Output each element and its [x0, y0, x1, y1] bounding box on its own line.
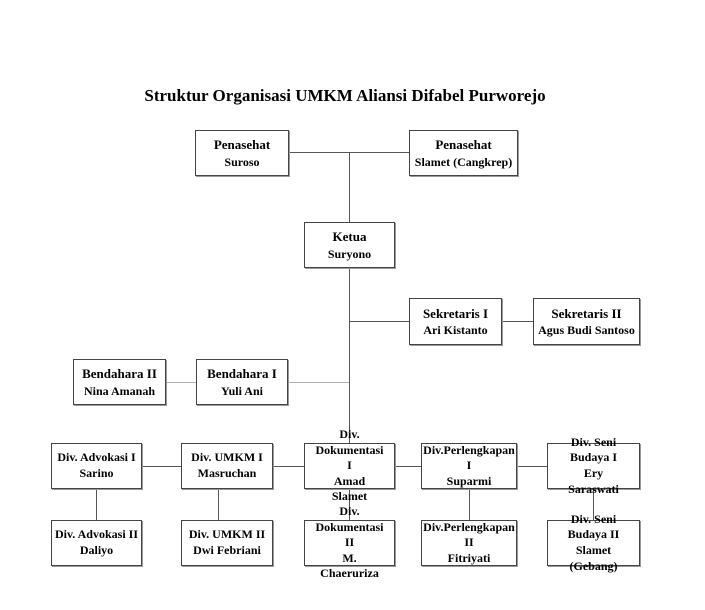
- connector-line: [142, 466, 181, 467]
- node-sekretaris-2: Sekretaris II Agus Budi Santoso: [533, 298, 640, 345]
- node-role: Div. Dokumentasi I: [315, 427, 384, 473]
- node-name: Daliyo: [79, 543, 114, 557]
- node-div-advokasi-1: Div. Advokasi I Sarino: [51, 443, 142, 489]
- node-role: Sekretaris II: [551, 305, 622, 321]
- node-name: Agus Budi Santoso: [538, 323, 635, 338]
- node-div-perlengkapan-1: Div.Perlengkapan I Suparmi: [421, 443, 517, 489]
- node-role: Div. UMKM II: [188, 527, 266, 542]
- node-role: Div.Perlengkapan II: [423, 519, 515, 550]
- node-role: Div. UMKM I: [191, 450, 263, 465]
- node-name: Suryono: [327, 246, 372, 261]
- node-div-perlengkapan-2: Div.Perlengkapan II Fitriyati: [421, 520, 517, 566]
- node-name: Suroso: [224, 154, 260, 169]
- connector-line: [288, 382, 349, 383]
- node-name: Nina Amanah: [83, 383, 156, 398]
- connector-line: [349, 268, 350, 443]
- node-penasehat-1: Penasehat Suroso: [195, 130, 289, 176]
- connector-line: [166, 382, 196, 383]
- node-bendahara-1: Bendahara I Yuli Ani: [196, 359, 288, 405]
- node-name: Amad Slamet: [331, 473, 368, 504]
- connector-line: [502, 321, 533, 322]
- node-role: Div. Seni Budaya II: [567, 511, 620, 542]
- node-role: Bendahara I: [207, 366, 277, 381]
- node-name: Fitriyati: [447, 550, 491, 565]
- connector-line: [218, 489, 219, 520]
- node-name: Slamet (Gebang): [569, 543, 618, 573]
- chart-title: Struktur Organisasi UMKM Aliansi Difabel…: [144, 86, 546, 105]
- node-name: Yuli Ani: [221, 383, 263, 398]
- node-name: Ery Saraswati: [568, 466, 619, 496]
- node-div-dokumentasi-1: Div. Dokumentasi I Amad Slamet: [304, 427, 395, 503]
- node-name: Masruchan: [197, 466, 257, 480]
- node-role: Div.Perlengkapan I: [423, 442, 515, 473]
- connector-line: [273, 466, 304, 467]
- node-div-advokasi-2: Div. Advokasi II Daliyo: [51, 520, 142, 566]
- node-name: Sarino: [79, 466, 114, 480]
- node-role: Sekretaris I: [422, 305, 489, 321]
- node-name: M. Chaeruriza: [320, 550, 379, 581]
- node-sekretaris-1: Sekretaris I Ari Kistanto: [409, 298, 502, 345]
- node-penasehat-2: Penasehat Slamet (Cangkrep): [409, 130, 518, 176]
- node-bendahara-2: Bendahara II Nina Amanah: [73, 359, 166, 405]
- node-div-umkm-1: Div. UMKM I Masruchan: [181, 443, 273, 489]
- node-name: Suparmi: [446, 473, 492, 488]
- node-role: Div. Seni Budaya I: [569, 434, 618, 465]
- node-name: Dwi Febriani: [193, 543, 261, 557]
- node-role: Div. Advokasi II: [54, 527, 139, 542]
- node-role: Div. Advokasi I: [57, 450, 136, 465]
- connector-line: [395, 466, 421, 467]
- connector-line: [349, 321, 409, 322]
- connector-line: [349, 489, 350, 520]
- node-role: Div. Dokumentasi II: [315, 504, 384, 550]
- node-div-seni-budaya-1: Div. Seni Budaya I Ery Saraswati: [547, 435, 640, 496]
- node-div-seni-budaya-2: Div. Seni Budaya II Slamet (Gebang): [547, 512, 640, 573]
- node-div-umkm-2: Div. UMKM II Dwi Febriani: [181, 520, 273, 566]
- connector-line: [96, 489, 97, 520]
- node-role: Penasehat: [213, 137, 271, 152]
- node-div-dokumentasi-2: Div. Dokumentasi II M. Chaeruriza: [304, 504, 395, 580]
- connector-line: [517, 466, 547, 467]
- node-role: Bendahara II: [82, 366, 157, 381]
- node-name: Ari Kistanto: [423, 323, 488, 338]
- node-role: Ketua: [332, 229, 367, 244]
- connector-line: [349, 152, 350, 222]
- connector-line: [469, 489, 470, 520]
- node-name: Slamet (Cangkrep): [414, 154, 513, 169]
- node-role: Penasehat: [435, 137, 492, 152]
- connector-line: [593, 489, 594, 520]
- node-ketua: Ketua Suryono: [304, 222, 395, 268]
